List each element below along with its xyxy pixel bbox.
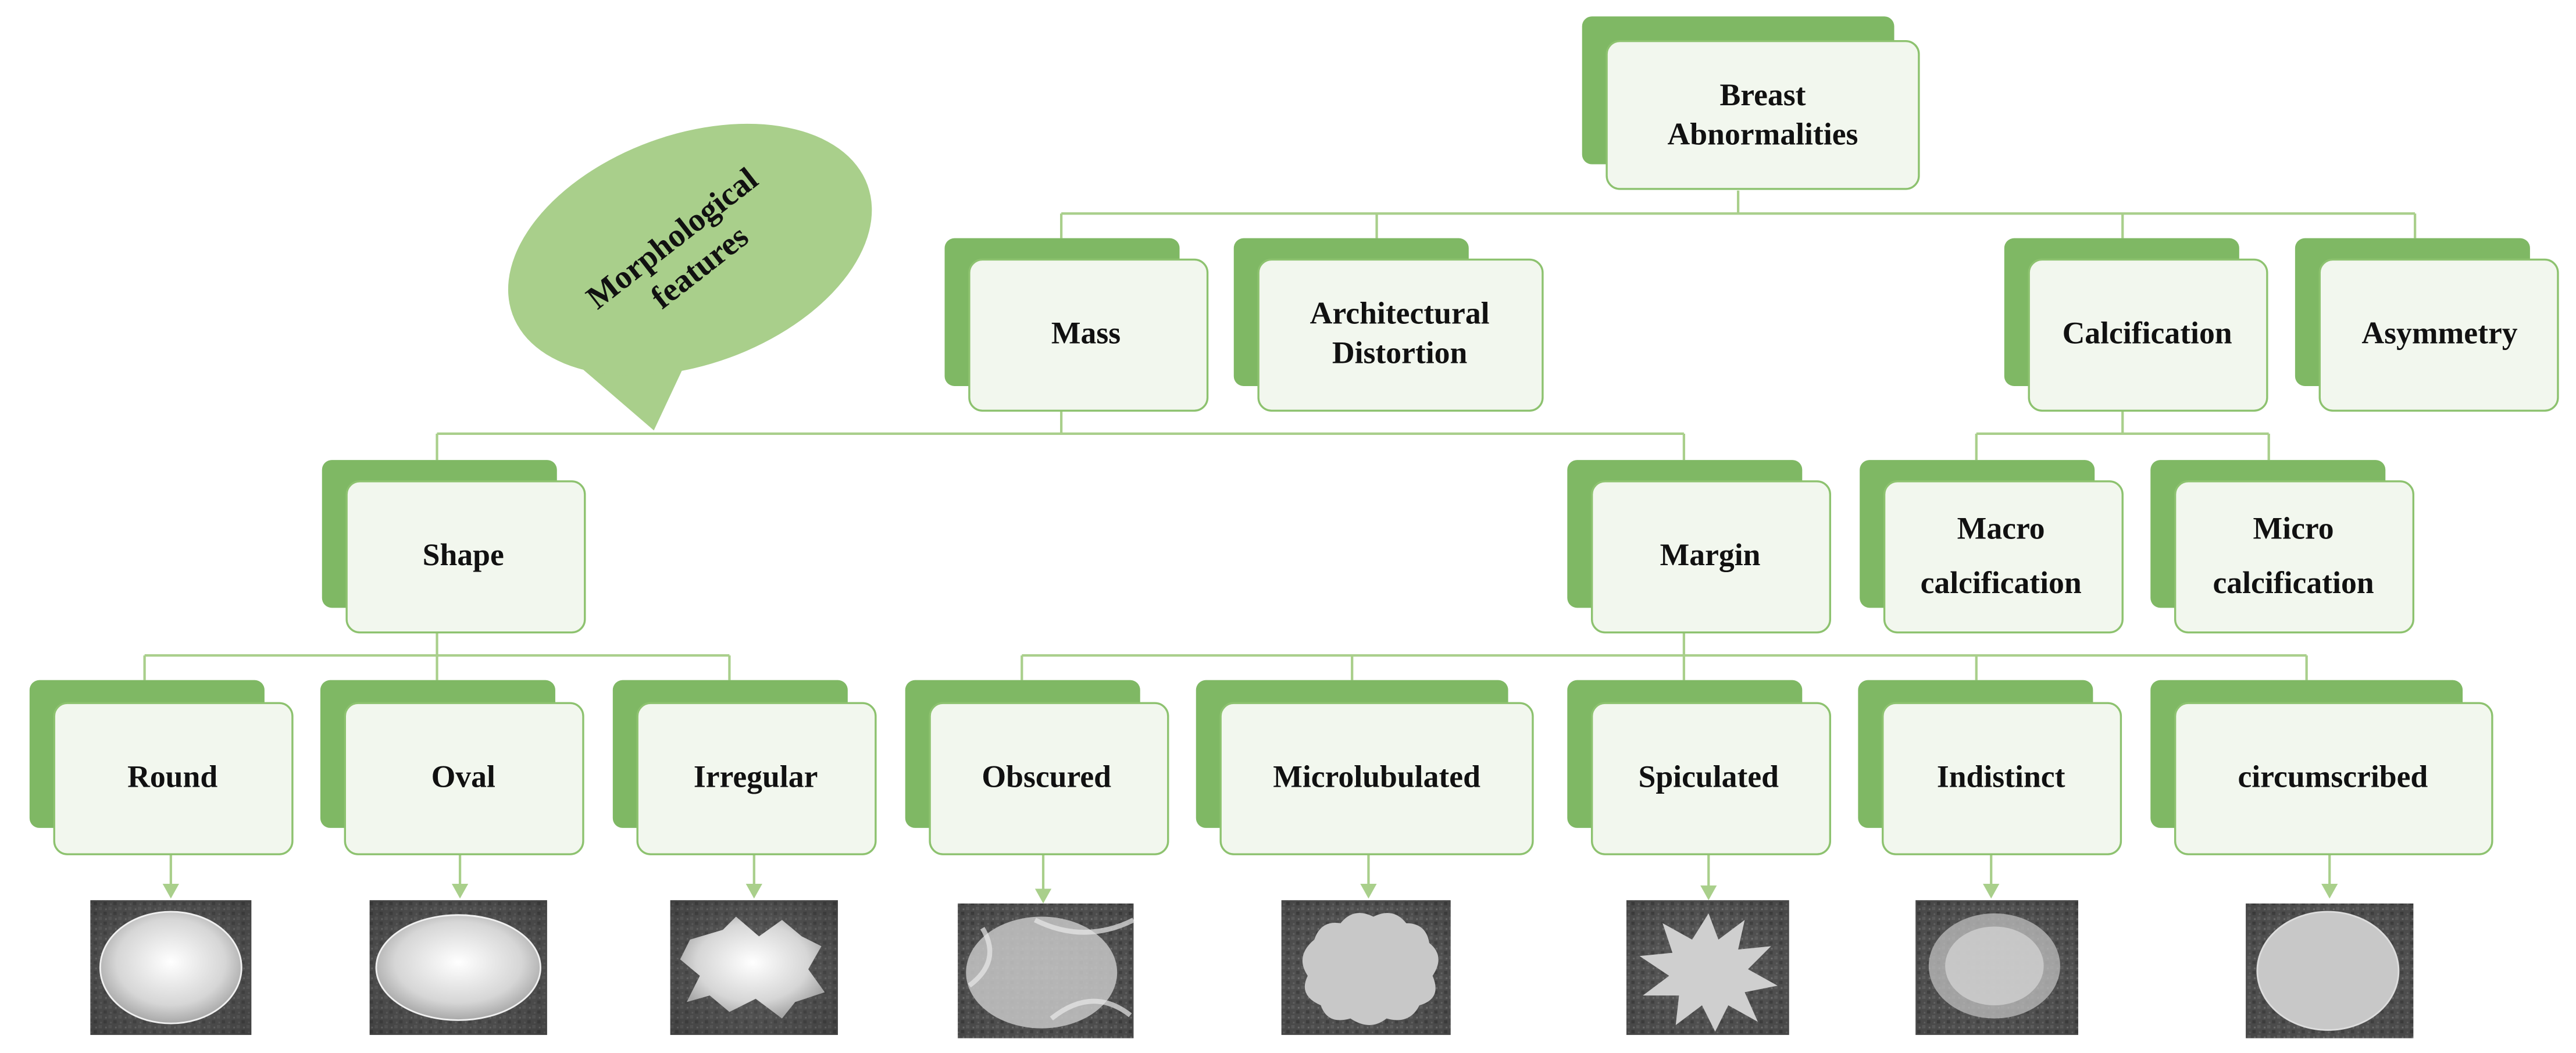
arrow-spiculated — [1700, 854, 1717, 901]
arrow-microlubulated — [1360, 854, 1377, 899]
indistinct-margin-image — [1915, 900, 2078, 1035]
node-irregular: Irregular — [612, 680, 877, 855]
node-round-label: Round — [127, 759, 217, 794]
round-mass-image — [90, 900, 252, 1035]
connector-lines — [143, 190, 2417, 680]
node-root-label-line2: Abnormalities — [1668, 117, 1858, 152]
image-arrows — [162, 854, 2338, 904]
node-irregular-label: Irregular — [694, 759, 818, 794]
node-macro-calcification: Macro calcification — [1860, 460, 2124, 634]
node-shape-label: Shape — [423, 537, 504, 572]
node-oval: Oval — [320, 680, 584, 855]
node-root: Breast Abnormalities — [1582, 16, 1920, 190]
microlobulated-margin-image — [1281, 900, 1451, 1035]
node-circumscribed: circumscribed — [2150, 680, 2493, 855]
node-macro-calcification-label-line2: calcification — [1921, 565, 2082, 600]
arrow-irregular — [745, 854, 762, 899]
node-macro-calcification-label: Macro — [1957, 511, 2045, 546]
node-calcification-label: Calcification — [2063, 315, 2232, 350]
node-margin-label: Margin — [1660, 537, 1761, 572]
obscured-margin-image — [958, 903, 1135, 1038]
arrow-oval — [451, 854, 469, 899]
node-indistinct: Indistinct — [1858, 680, 2122, 855]
circumscribed-margin-image — [2246, 903, 2414, 1038]
node-indistinct-label: Indistinct — [1937, 759, 2065, 794]
node-architectural-distortion: Architectural Distortion — [1233, 238, 1544, 412]
node-spiculated-label: Spiculated — [1639, 759, 1779, 794]
node-mass: Mass — [944, 238, 1209, 412]
node-micro-calcification-label: Micro — [2253, 511, 2334, 546]
node-architectural-distortion-label-line2: Distortion — [1332, 335, 1468, 370]
node-obscured-label: Obscured — [982, 759, 1111, 794]
node-microlubulated: Microlubulated — [1196, 680, 1534, 855]
oval-mass-image — [369, 900, 547, 1035]
arrow-round — [162, 854, 179, 899]
node-root-label: Breast — [1719, 77, 1806, 112]
node-asymmetry: Asymmetry — [2295, 238, 2559, 412]
node-microlubulated-label: Microlubulated — [1273, 759, 1480, 794]
node-shape: Shape — [322, 460, 586, 634]
node-calcification: Calcification — [2004, 238, 2268, 412]
arrow-indistinct — [1983, 854, 2000, 899]
node-mass-label: Mass — [1051, 315, 1121, 350]
node-oval-label: Oval — [431, 759, 495, 794]
morphological-features-callout: Morphological features — [508, 123, 872, 431]
node-asymmetry-label: Asymmetry — [2361, 315, 2517, 350]
node-round: Round — [29, 680, 294, 855]
node-obscured: Obscured — [905, 680, 1169, 855]
callout-bubble — [508, 123, 872, 376]
node-architectural-distortion-label: Architectural — [1310, 296, 1490, 331]
arrow-obscured — [1034, 854, 1052, 904]
node-spiculated: Spiculated — [1567, 680, 1832, 855]
node-micro-calcification: Micro calcification — [2150, 460, 2414, 634]
node-micro-calcification-label-line2: calcification — [2213, 565, 2374, 600]
node-circumscribed-label: circumscribed — [2238, 759, 2428, 794]
node-margin: Margin — [1567, 460, 1832, 634]
irregular-mass-image — [670, 900, 838, 1035]
arrow-circumscribed — [2321, 854, 2338, 899]
spiculated-margin-image — [1626, 900, 1789, 1035]
